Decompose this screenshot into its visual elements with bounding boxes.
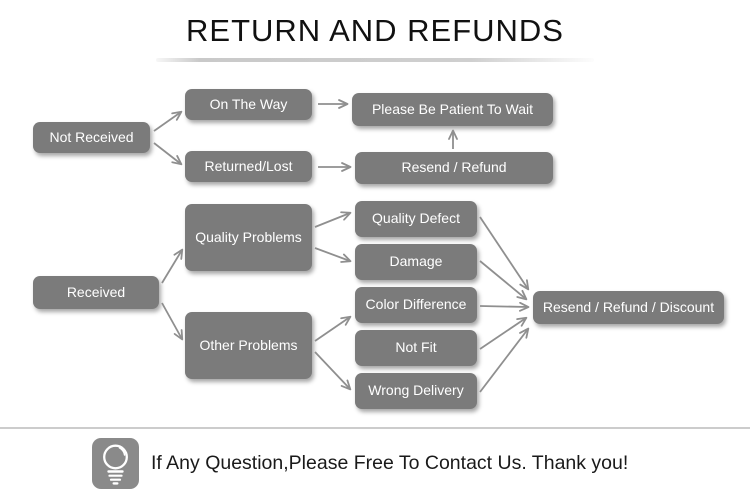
arrow-damage-to-resend-refund-discount	[479, 260, 528, 301]
flow-node-not-received: Not Received	[33, 122, 150, 153]
arrow-other-problems-to-color-difference	[314, 315, 352, 342]
light-bulb-icon	[92, 438, 139, 489]
arrow-not-fit-to-resend-refund-discount	[479, 316, 528, 350]
page-title: RETURN AND REFUNDS	[186, 13, 564, 48]
footer-text: If Any Question,Please Free To Contact U…	[151, 452, 629, 474]
title-underline	[156, 58, 594, 62]
light-bulb-glyph	[103, 444, 128, 485]
arrow-received-to-other-problems	[161, 302, 184, 341]
arrow-other-problems-to-wrong-delivery	[314, 351, 352, 391]
arrow-quality-defect-to-resend-refund-discount	[479, 216, 530, 291]
flow-node-quality-defect: Quality Defect	[355, 201, 477, 237]
flow-node-returned-lost: Returned/Lost	[185, 151, 312, 182]
flow-node-on-the-way: On The Way	[185, 89, 312, 120]
arrow-wrong-delivery-to-resend-refund-discount	[479, 327, 530, 393]
arrow-not-received-to-returned-lost	[153, 142, 183, 166]
arrow-not-received-to-on-the-way	[153, 110, 183, 132]
flow-node-resend-refund-discount: Resend / Refund / Discount	[533, 291, 724, 324]
flow-node-other-problems: Other Problems	[185, 312, 312, 379]
flow-node-color-difference: Color Difference	[355, 287, 477, 323]
flow-node-please-be-patient: Please Be Patient To Wait	[352, 93, 553, 126]
arrow-color-difference-to-resend-refund-discount	[479, 301, 530, 312]
arrow-quality-problems-to-quality-defect	[314, 211, 352, 228]
flow-node-not-fit: Not Fit	[355, 330, 477, 366]
flow-node-wrong-delivery: Wrong Delivery	[355, 373, 477, 409]
footer-divider	[0, 427, 750, 429]
arrow-received-to-quality-problems	[161, 248, 184, 284]
flow-node-damage: Damage	[355, 244, 477, 280]
arrow-quality-problems-to-damage	[314, 247, 352, 263]
flow-node-received: Received	[33, 276, 159, 309]
flow-node-resend-refund: Resend / Refund	[355, 152, 553, 184]
flow-node-quality-problems: Quality Problems	[185, 204, 312, 271]
